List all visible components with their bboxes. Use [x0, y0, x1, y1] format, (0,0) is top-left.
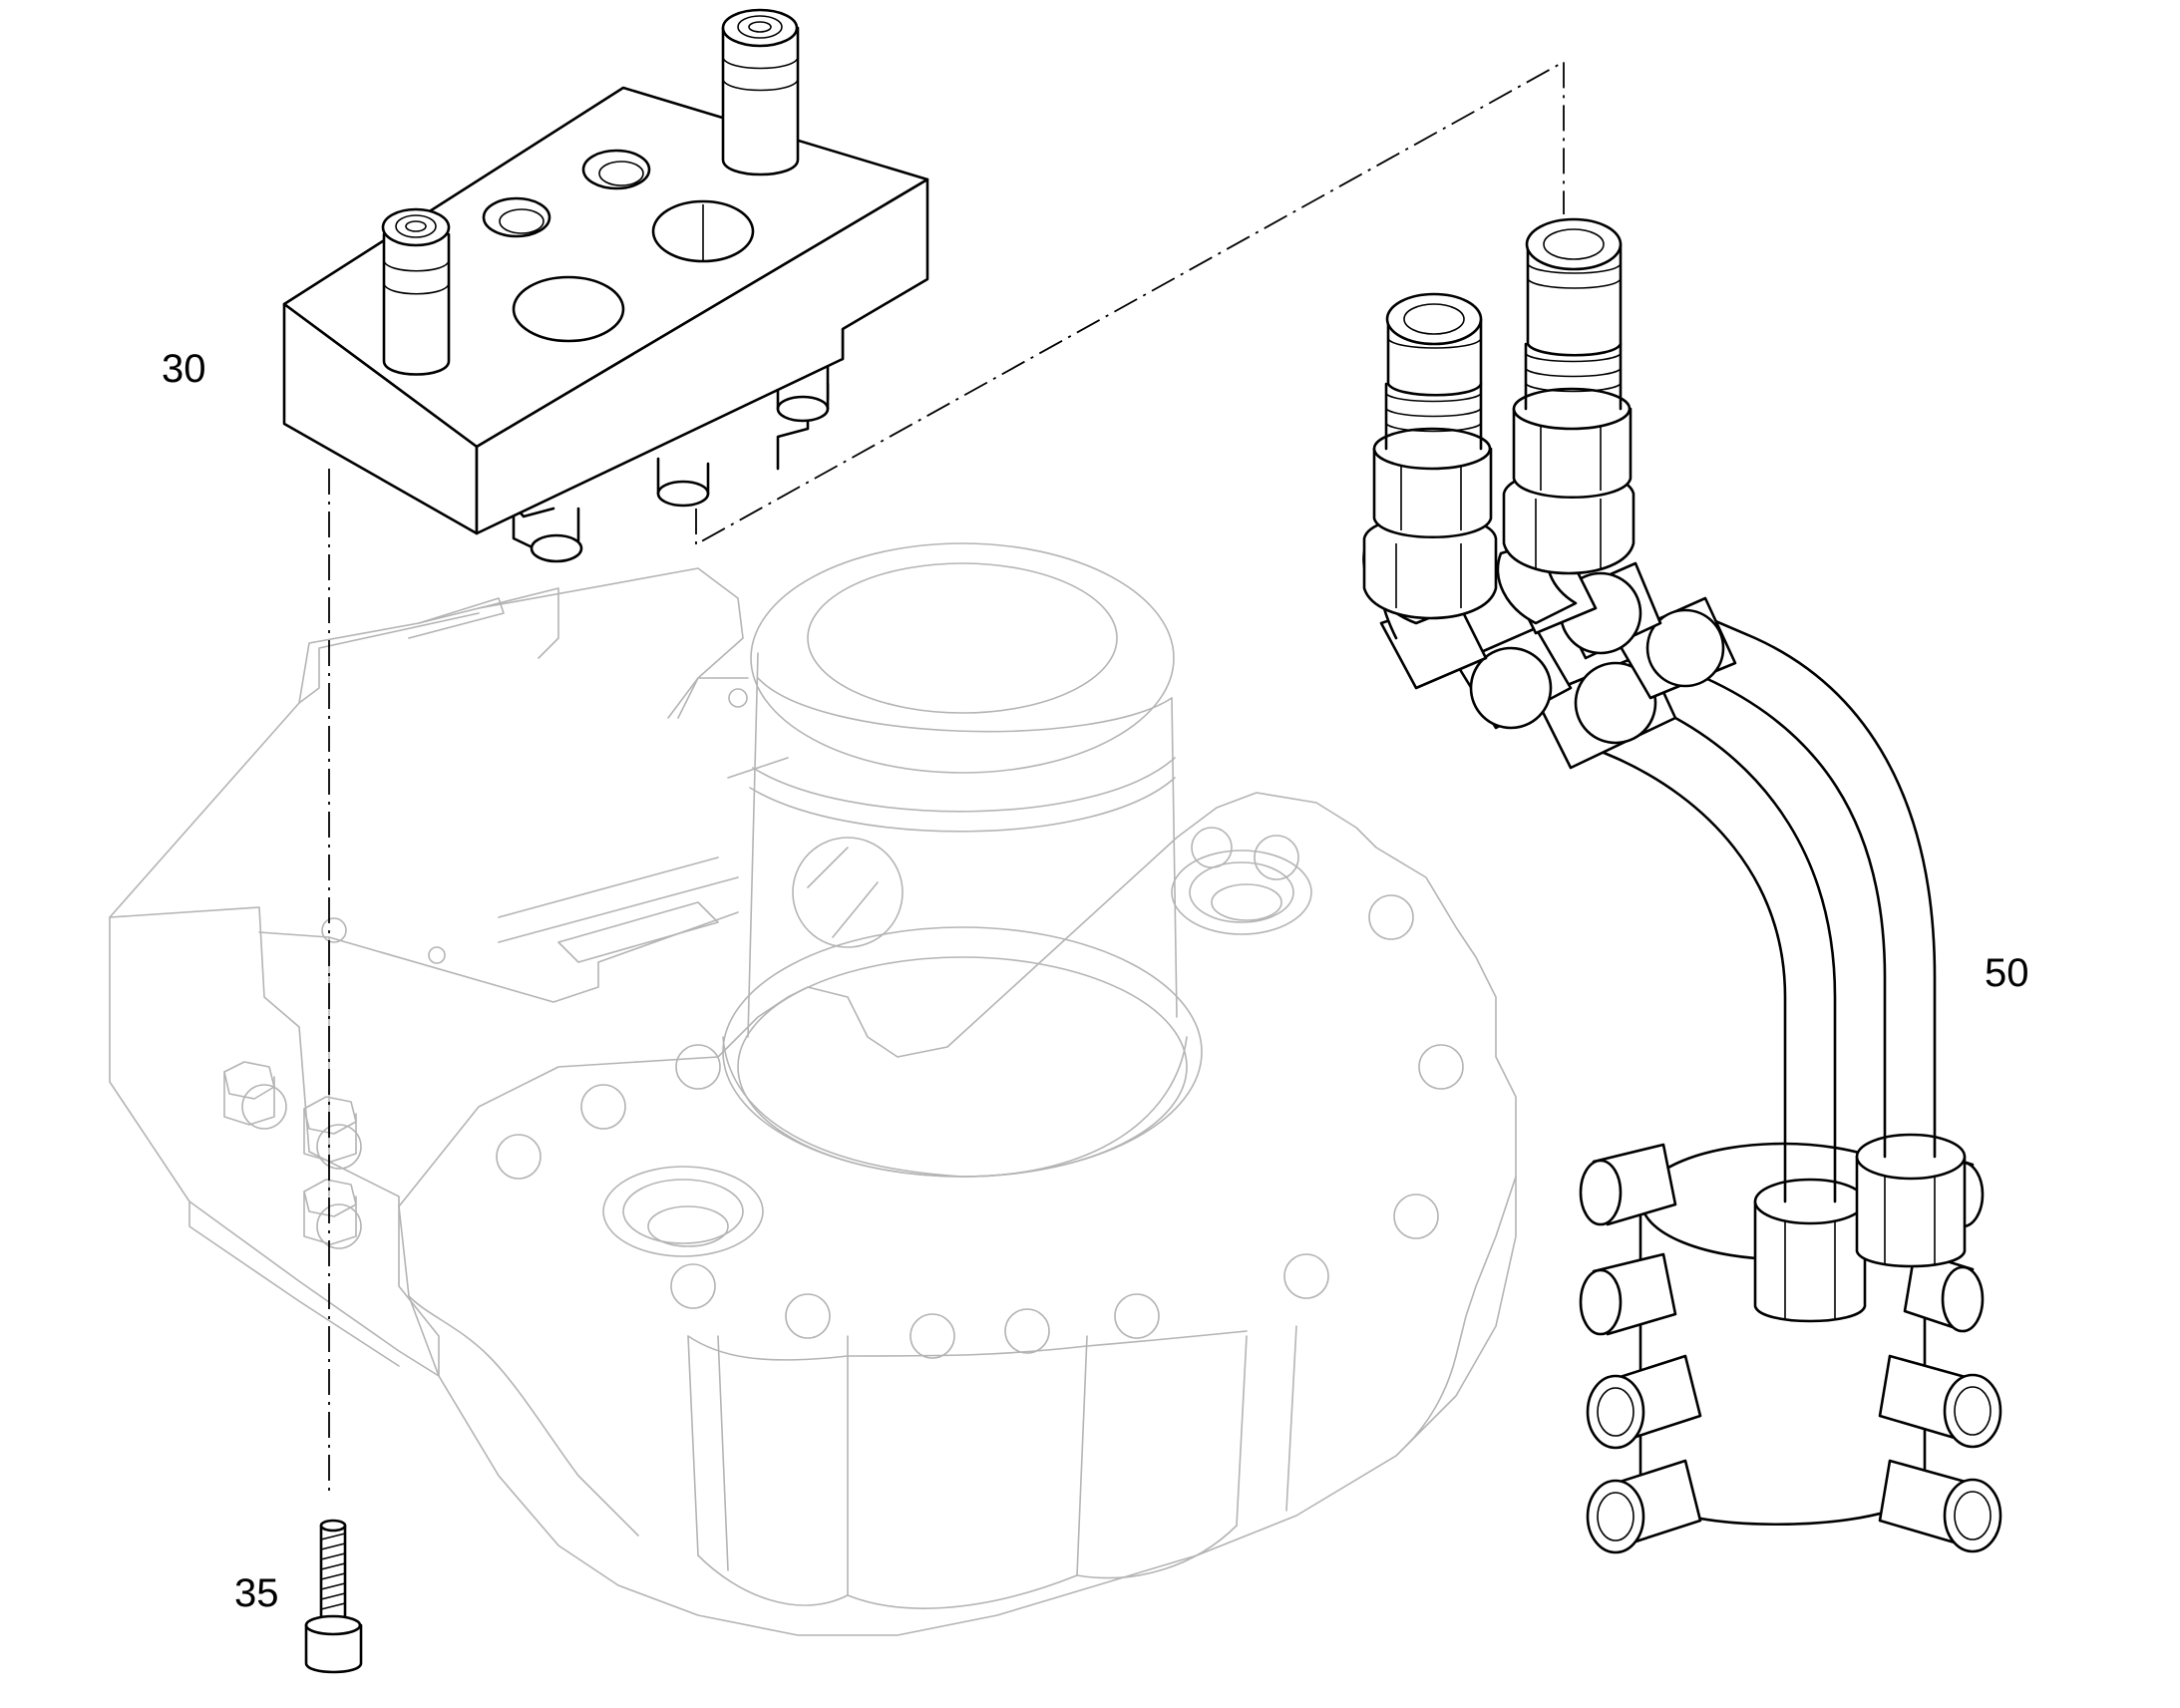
callout-35: 35 [234, 1571, 279, 1615]
housing-ghost [109, 542, 1517, 1636]
callout-30: 30 [162, 347, 206, 391]
socket-head-screw-part-35 [304, 1519, 363, 1674]
pipe-assembly-part-50 [1362, 217, 2002, 1554]
valve-block-part-30 [282, 8, 929, 563]
assembly-centerlines [328, 60, 1565, 1491]
callout-50: 50 [1985, 951, 2029, 995]
